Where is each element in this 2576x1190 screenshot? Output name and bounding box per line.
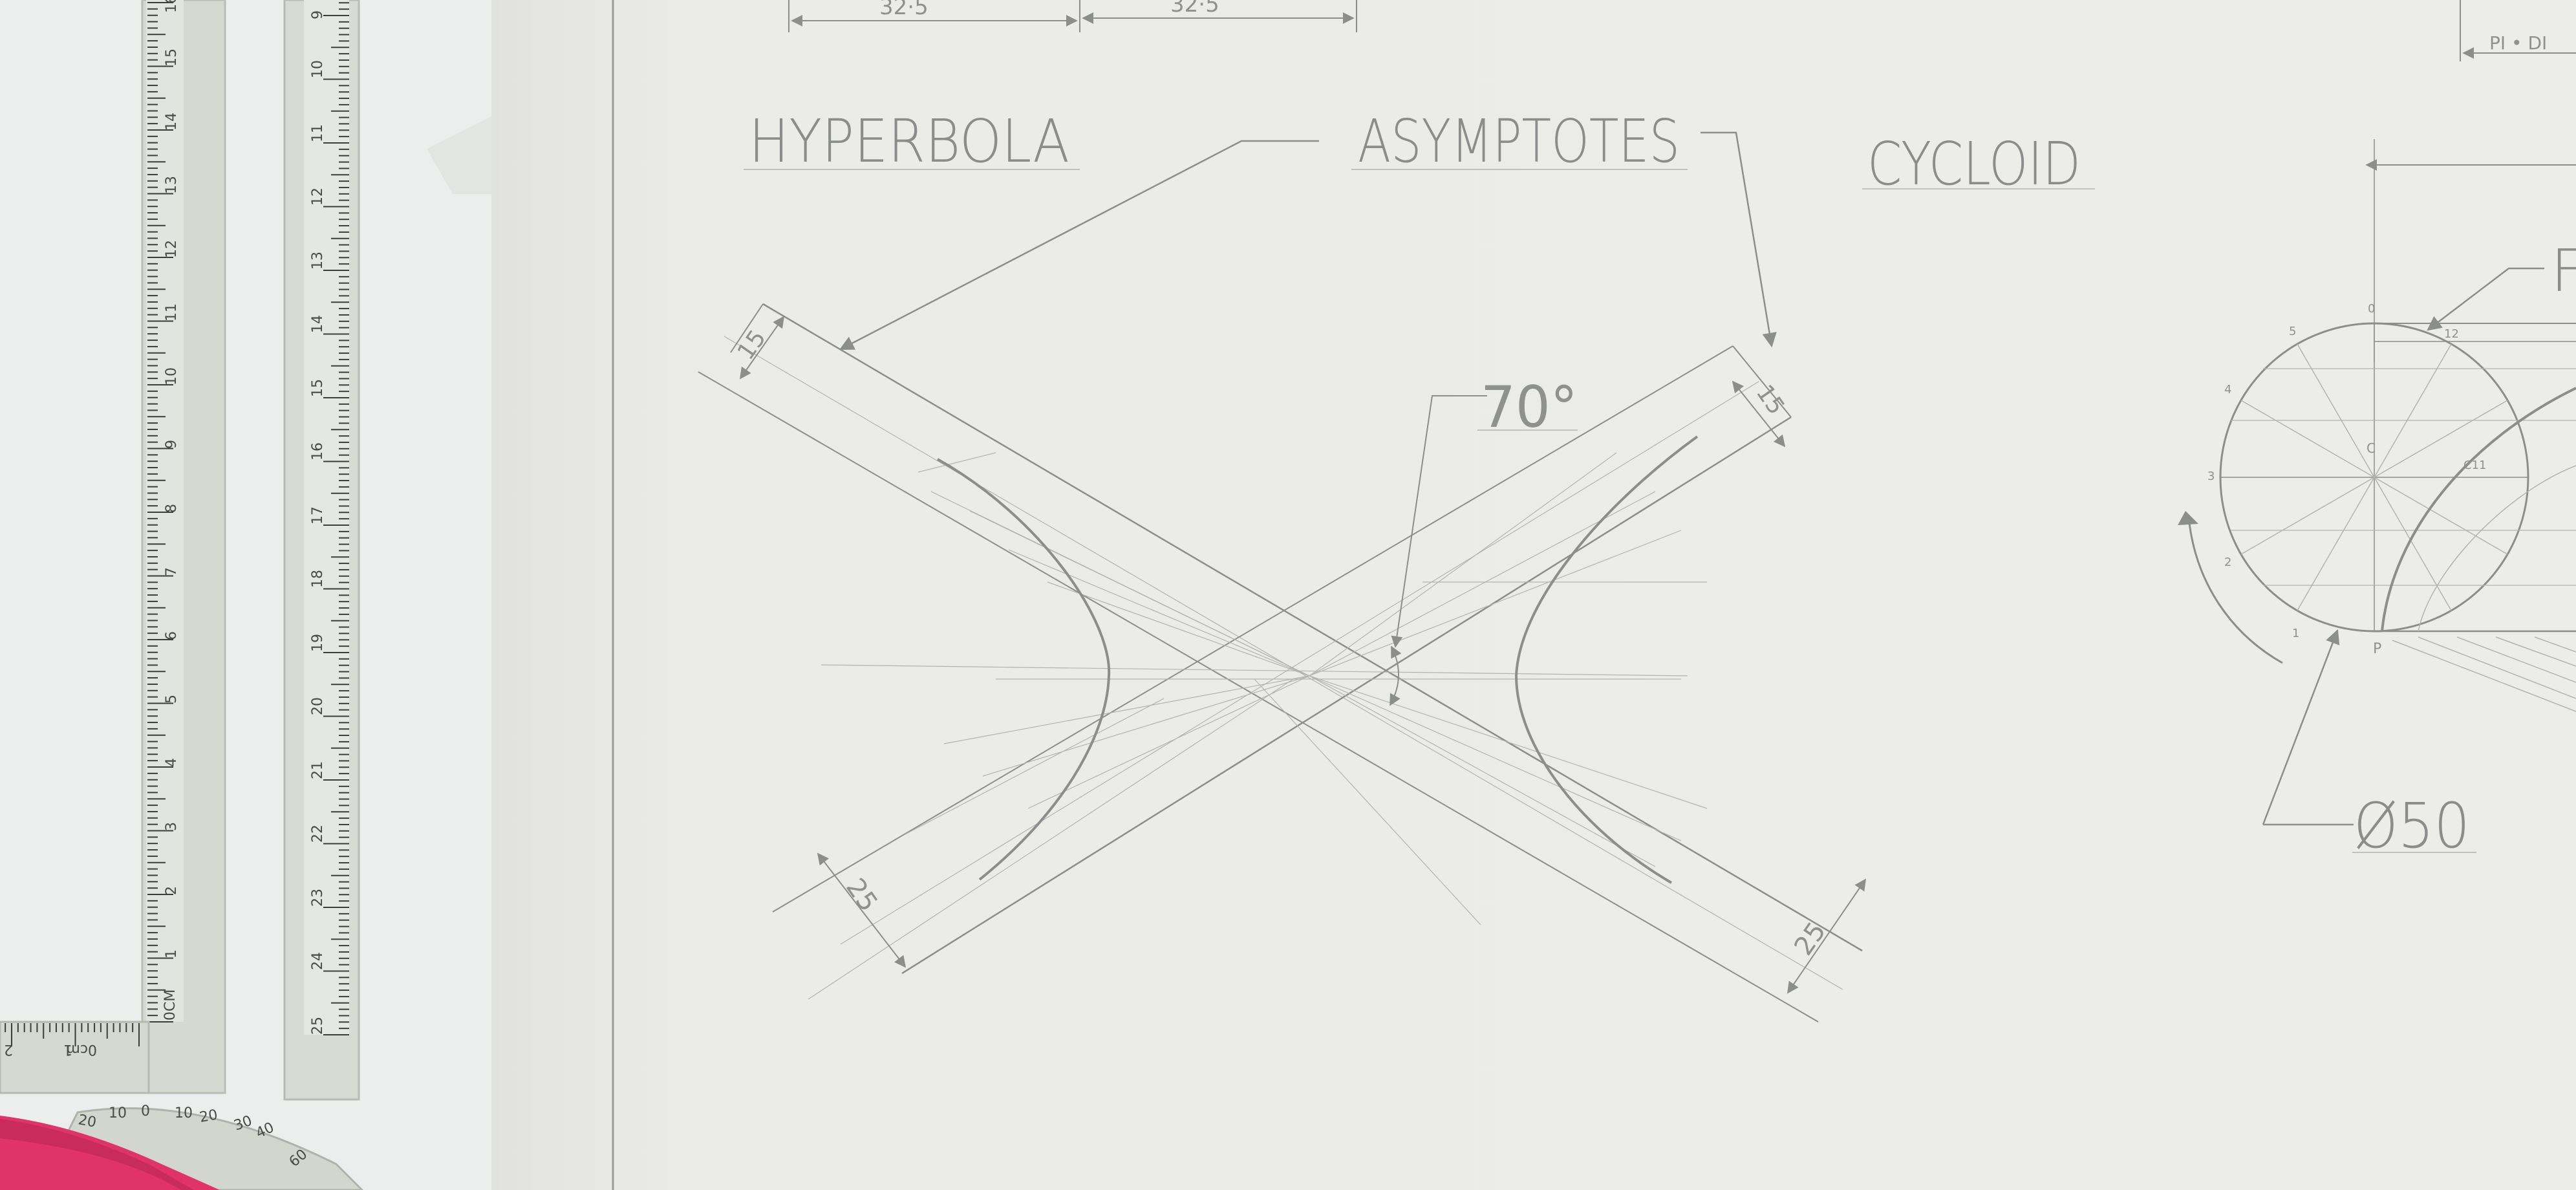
ruler-bottom: 0cm 1 2 bbox=[0, 1021, 150, 1094]
top-dim-right: 32·5 bbox=[1170, 0, 1219, 17]
ruler-cm-label-1: 1 bbox=[164, 949, 180, 958]
cycloid-mark-3: 3 bbox=[2207, 470, 2215, 483]
top-dimension: 32·5 32·5 bbox=[788, 0, 1357, 32]
ruler-cm-label-4: 4 bbox=[164, 758, 180, 767]
paper-shading bbox=[482, 0, 2576, 1190]
ruler-cm-label-12: 12 bbox=[164, 240, 180, 258]
cycloid-mark-12: 12 bbox=[2444, 327, 2459, 341]
ruler-bottom-label-0: 0cm bbox=[66, 1041, 97, 1057]
ruler-b-label-16: 16 bbox=[310, 442, 326, 460]
ruler-b-label-19: 19 bbox=[310, 634, 326, 652]
protractor-label-20b: 20 bbox=[77, 1112, 98, 1130]
cycloid-mark-c11: C11 bbox=[2463, 459, 2486, 472]
ruler-b-label-25: 25 bbox=[310, 1017, 326, 1035]
cycloid-mark-1: 1 bbox=[2292, 627, 2299, 640]
protractor-label-10: 10 bbox=[175, 1105, 193, 1121]
hyperbola-construction: 15 15 25 25 70° bbox=[698, 303, 1867, 1022]
tape-piece bbox=[427, 116, 491, 194]
protractor-label-10b: 10 bbox=[109, 1105, 127, 1121]
ruler-cm-label-6: 6 bbox=[164, 631, 180, 640]
protractor-label-0: 0 bbox=[141, 1103, 150, 1120]
ruler-b-label-15: 15 bbox=[310, 379, 326, 397]
top-right-note: PI • DI bbox=[2460, 0, 2576, 61]
ruler-cm-label-9: 9 bbox=[164, 440, 180, 449]
ruler-b-label-21: 21 bbox=[310, 761, 326, 779]
ruler-cm-label-0: 0CM bbox=[162, 990, 178, 1021]
pi-di-note: PI • DI bbox=[2489, 32, 2547, 54]
cycloid-mark-c: C bbox=[2367, 440, 2376, 456]
cycloid-mark-2: 2 bbox=[2224, 556, 2231, 569]
ruler-cm-label-16: 16 bbox=[164, 0, 180, 13]
ruler-b-label-23: 23 bbox=[310, 889, 326, 907]
pink-object-shadow bbox=[0, 1119, 194, 1190]
protractor-label-20: 20 bbox=[199, 1107, 219, 1125]
ruler-cm-label-3: 3 bbox=[164, 822, 180, 831]
ruler-cm-label-15: 15 bbox=[164, 49, 180, 67]
cycloid-mark-5: 5 bbox=[2289, 325, 2296, 338]
ruler-b-label-9: 9 bbox=[310, 10, 326, 19]
ruler-b-label-13: 13 bbox=[310, 252, 326, 270]
ruler-b-label-10: 10 bbox=[310, 60, 326, 78]
cycloid-mark-p: P bbox=[2373, 641, 2381, 657]
ruler-b-label-24: 24 bbox=[310, 952, 326, 970]
asymptote-leaders bbox=[839, 131, 1777, 351]
angle-70-label: 70° bbox=[1481, 374, 1578, 440]
asymptotes-title: ASYMPTOTES bbox=[1358, 107, 1680, 176]
right-cut-letter: F bbox=[2551, 237, 2576, 305]
cycloid-construction: F 0 1 2 3 4 5 12 bbox=[2178, 139, 2576, 862]
ruler-set-square: 25 24 23 22 21 20 19 18 17 16 15 14 13 1… bbox=[283, 0, 360, 1101]
ruler-cm-label-14: 14 bbox=[164, 113, 180, 131]
diameter-label: Ø50 bbox=[2354, 790, 2470, 862]
ruler-cm-label-2: 2 bbox=[164, 886, 180, 895]
ruler-cm-label-7: 7 bbox=[164, 567, 180, 576]
ruler-bottom-label-1: 1 bbox=[63, 1041, 72, 1057]
left-white-sheet bbox=[0, 0, 491, 1190]
top-dim-left: 32·5 bbox=[879, 0, 928, 20]
ruler-b-label-11: 11 bbox=[310, 124, 326, 142]
ruler-b-label-18: 18 bbox=[310, 570, 326, 588]
ruler-cm-label-13: 13 bbox=[164, 176, 180, 194]
ruler-cm: 0CM 1 2 3 4 5 6 7 8 9 10 11 12 13 14 15 … bbox=[141, 0, 226, 1094]
ruler-b-label-20: 20 bbox=[310, 697, 326, 715]
ruler-b-label-22: 22 bbox=[310, 825, 326, 843]
ruler-cm-label-10: 10 bbox=[164, 367, 180, 385]
ruler-cm-label-8: 8 bbox=[164, 504, 180, 513]
cycloid-mark-4: 4 bbox=[2224, 383, 2231, 396]
cycloid-mark-0: 0 bbox=[2368, 302, 2375, 316]
ruler-bottom-label-2: 2 bbox=[4, 1041, 13, 1057]
hyperbola-title: HYPERBOLA bbox=[749, 107, 1069, 176]
cycloid-title: CYCLOID bbox=[1867, 129, 2081, 199]
ruler-b-label-14: 14 bbox=[310, 315, 326, 333]
ruler-cm-label-5: 5 bbox=[164, 695, 180, 704]
ruler-b-label-12: 12 bbox=[310, 188, 326, 206]
ruler-cm-label-11: 11 bbox=[164, 303, 180, 321]
ruler-b-label-17: 17 bbox=[310, 506, 326, 525]
